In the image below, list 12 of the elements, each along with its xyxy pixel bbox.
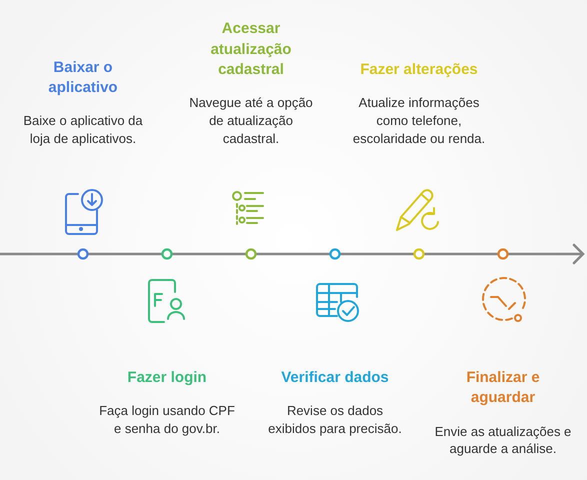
step-heading: Verificar dados bbox=[280, 368, 390, 388]
step-description: Revise os dados exibidos para precisão. bbox=[267, 402, 403, 438]
step-description: Baixe o aplicativo da loja de aplicativos. bbox=[22, 112, 144, 148]
step-heading: Acessar atualização cadastral bbox=[210, 19, 292, 80]
step-description: Atualize informações como telefone, escolaridade ou renda. bbox=[352, 94, 486, 148]
step-heading: Fazer login bbox=[126, 368, 208, 388]
step-heading: Finalizar e aguardar bbox=[465, 368, 541, 408]
step-heading: Baixar o aplicativo bbox=[47, 58, 119, 98]
step-description: Envie as atualizações e aguarde a análise. bbox=[434, 422, 572, 458]
step-heading: Fazer alterações bbox=[359, 60, 479, 80]
step-description: Navegue até a opção de atualização cadastral. bbox=[188, 94, 314, 148]
step-description: Faça login usando CPF e senha do gov.br. bbox=[98, 402, 236, 438]
